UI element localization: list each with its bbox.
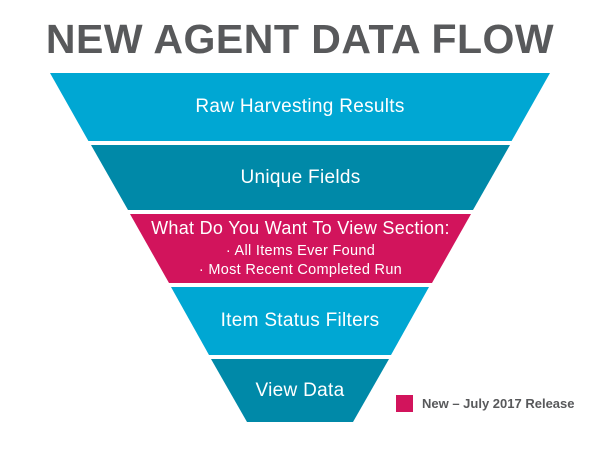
segment-label: What Do You Want To View Section:	[151, 218, 450, 239]
funnel-segment-unique-fields: Unique Fields	[91, 145, 510, 210]
legend-swatch-new-release	[396, 395, 413, 412]
legend-label: New – July 2017 Release	[422, 396, 575, 411]
segment-label: Item Status Filters	[220, 310, 380, 332]
funnel-segment-raw-harvesting-results: Raw Harvesting Results	[50, 73, 550, 141]
segment-label: View Data	[255, 379, 345, 401]
page-title: NEW AGENT DATA FLOW	[45, 16, 555, 62]
segment-bullet-all-items: · All Items Ever Found	[225, 243, 376, 260]
segment-bullet-most-recent: · Most Recent Completed Run	[198, 261, 403, 278]
segment-label: Unique Fields	[240, 166, 361, 188]
funnel-segment-what-to-view: What Do You Want To View Section: · All …	[130, 214, 471, 283]
segment-label: Raw Harvesting Results	[195, 96, 405, 118]
funnel-segment-item-status-filters: Item Status Filters	[171, 287, 429, 355]
funnel-segment-view-data: View Data	[211, 359, 389, 422]
legend: New – July 2017 Release	[396, 395, 575, 412]
